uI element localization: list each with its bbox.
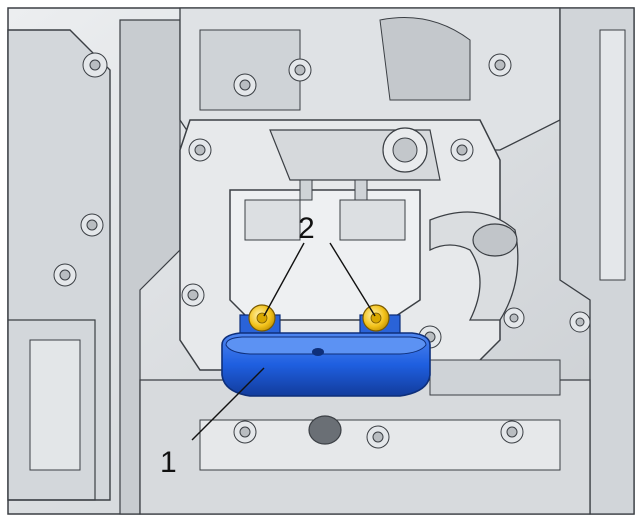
- bolt-left: [248, 304, 276, 332]
- leader-lines: [191, 242, 376, 441]
- callout-label-2: 2: [298, 212, 315, 245]
- bolt-right: [362, 304, 390, 332]
- casting-bolts: [53, 52, 591, 449]
- callout-label-1: 1: [160, 446, 177, 479]
